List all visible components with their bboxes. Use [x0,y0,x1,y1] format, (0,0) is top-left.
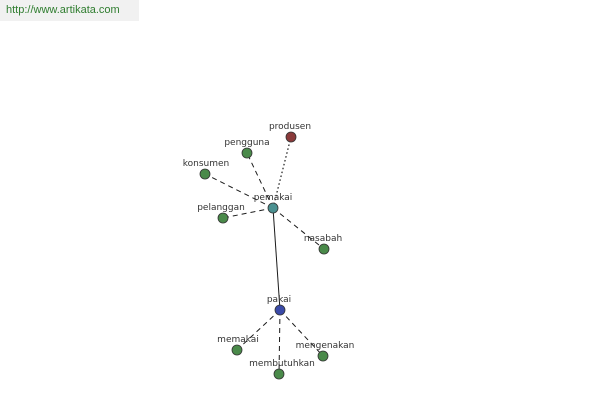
node-label-pelanggan: pelanggan [197,203,245,213]
node-label-membutuhkan: membutuhkan [249,359,315,369]
edge-pakai-mengenakan [279,309,324,357]
node-circle-memakai[interactable] [231,344,243,356]
node-label-nasabah: nasabah [304,234,342,244]
node-label-produsen: produsen [269,122,311,132]
node-label-pengguna: pengguna [224,138,269,148]
node-circle-pengguna[interactable] [241,147,253,159]
node-label-konsumen: konsumen [183,159,230,169]
node-circle-nasabah[interactable] [318,243,330,255]
node-pemakai[interactable]: pemakai [254,193,293,214]
node-pakai[interactable]: pakai [267,295,291,316]
node-mengenakan[interactable]: mengenakan [296,341,355,362]
node-membutuhkan[interactable]: membutuhkan [249,359,315,380]
node-memakai[interactable]: memakai [217,335,259,356]
node-label-mengenakan: mengenakan [296,341,355,351]
node-circle-pelanggan[interactable] [217,212,229,224]
edge-pemakai-pakai [272,207,281,311]
node-produsen[interactable]: produsen [269,122,311,143]
node-nasabah[interactable]: nasabah [304,234,342,255]
node-konsumen[interactable]: konsumen [183,159,230,180]
node-circle-mengenakan[interactable] [317,350,329,362]
edges-layer [204,136,325,375]
edge-pemakai-pengguna [246,152,274,209]
node-pengguna[interactable]: pengguna [224,138,270,159]
node-circle-membutuhkan[interactable] [273,368,285,380]
node-circle-pakai[interactable] [274,304,286,316]
edge-pakai-memakai [236,309,281,351]
edge-pemakai-produsen [272,136,292,209]
source-url-banner: http://www.artikata.com [0,0,139,21]
edge-pemakai-nasabah [272,207,325,250]
node-label-memakai: memakai [217,335,259,345]
edge-pakai-membutuhkan [278,309,281,375]
node-circle-produsen[interactable] [285,131,297,143]
node-label-pemakai: pemakai [254,193,293,203]
edge-pemakai-konsumen [204,173,274,209]
node-label-pakai: pakai [267,295,291,305]
node-circle-konsumen[interactable] [199,168,211,180]
node-circle-pemakai[interactable] [267,202,279,214]
node-pelanggan[interactable]: pelanggan [197,203,245,224]
